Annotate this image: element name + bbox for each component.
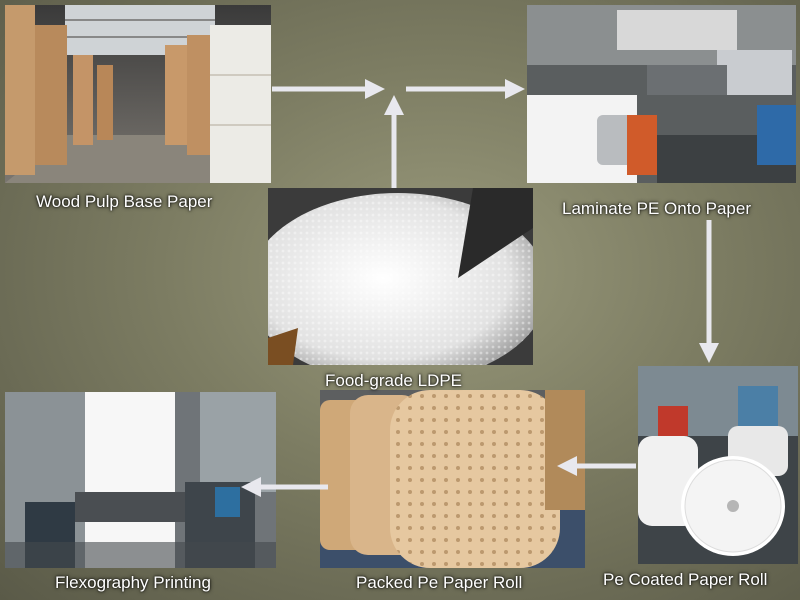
label-ldpe: Food-grade LDPE — [325, 371, 463, 390]
warehouse-paper-rolls-photo — [5, 5, 271, 183]
coated-paper-rolls-photo — [638, 366, 798, 564]
flexo-photo — [5, 392, 276, 568]
packed-paper-roll-photo — [320, 390, 585, 568]
base-paper-photo — [5, 5, 271, 183]
label-coated-roll: Pe Coated Paper Roll — [603, 570, 768, 589]
flexo-printing-machine-photo — [5, 392, 276, 568]
label-base-paper: Wood Pulp Base Paper — [36, 192, 213, 211]
plastic-pellets-photo — [268, 188, 533, 365]
laminating-machine-photo — [527, 5, 796, 183]
label-laminate: Laminate PE Onto Paper — [562, 199, 752, 218]
label-flexo: Flexography Printing — [55, 573, 211, 592]
laminate-photo — [527, 5, 796, 183]
label-packed-roll: Packed Pe Paper Roll — [356, 573, 523, 592]
coated-roll-photo — [638, 366, 798, 564]
packed-roll-photo — [320, 390, 585, 568]
ldpe-photo — [268, 188, 533, 365]
